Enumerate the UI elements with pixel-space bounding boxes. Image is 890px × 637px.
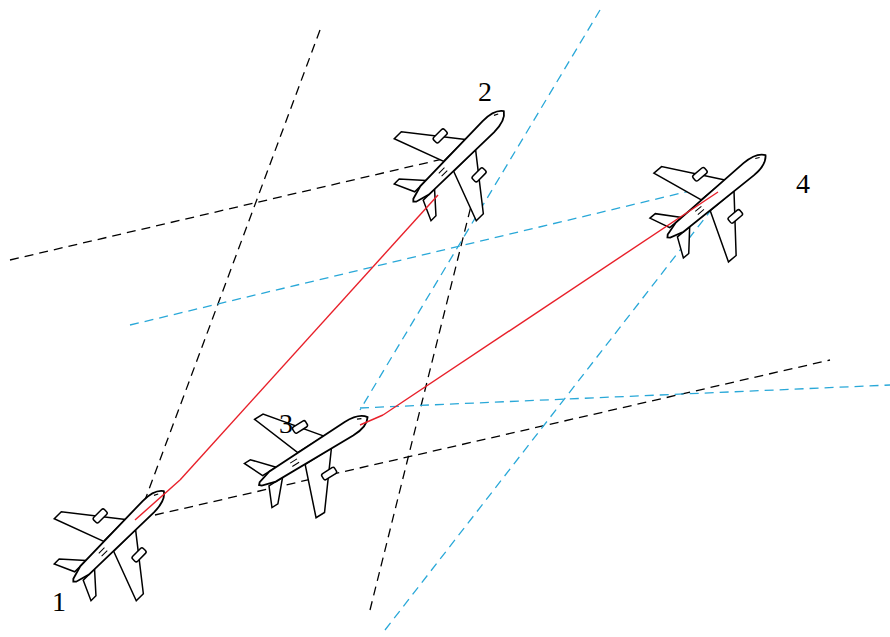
- dashed-line: [360, 385, 890, 408]
- red-line: [360, 415, 383, 425]
- callout-number: 4: [796, 170, 810, 198]
- airplane: [32, 450, 205, 623]
- red-line: [135, 480, 180, 520]
- airplane: [227, 368, 398, 535]
- dashed-line: [130, 185, 715, 325]
- dashed-line: [385, 205, 715, 630]
- dashed-line: [155, 360, 830, 515]
- guide-lines-blue: [130, 10, 890, 630]
- airplane: [372, 70, 545, 243]
- callout-number: 1: [52, 588, 66, 616]
- sight-lines-red: [135, 192, 718, 520]
- callout-number: 3: [279, 410, 293, 438]
- red-line: [383, 192, 718, 415]
- airplane: [629, 111, 802, 283]
- callout-number: 2: [478, 78, 492, 106]
- red-line: [180, 195, 438, 480]
